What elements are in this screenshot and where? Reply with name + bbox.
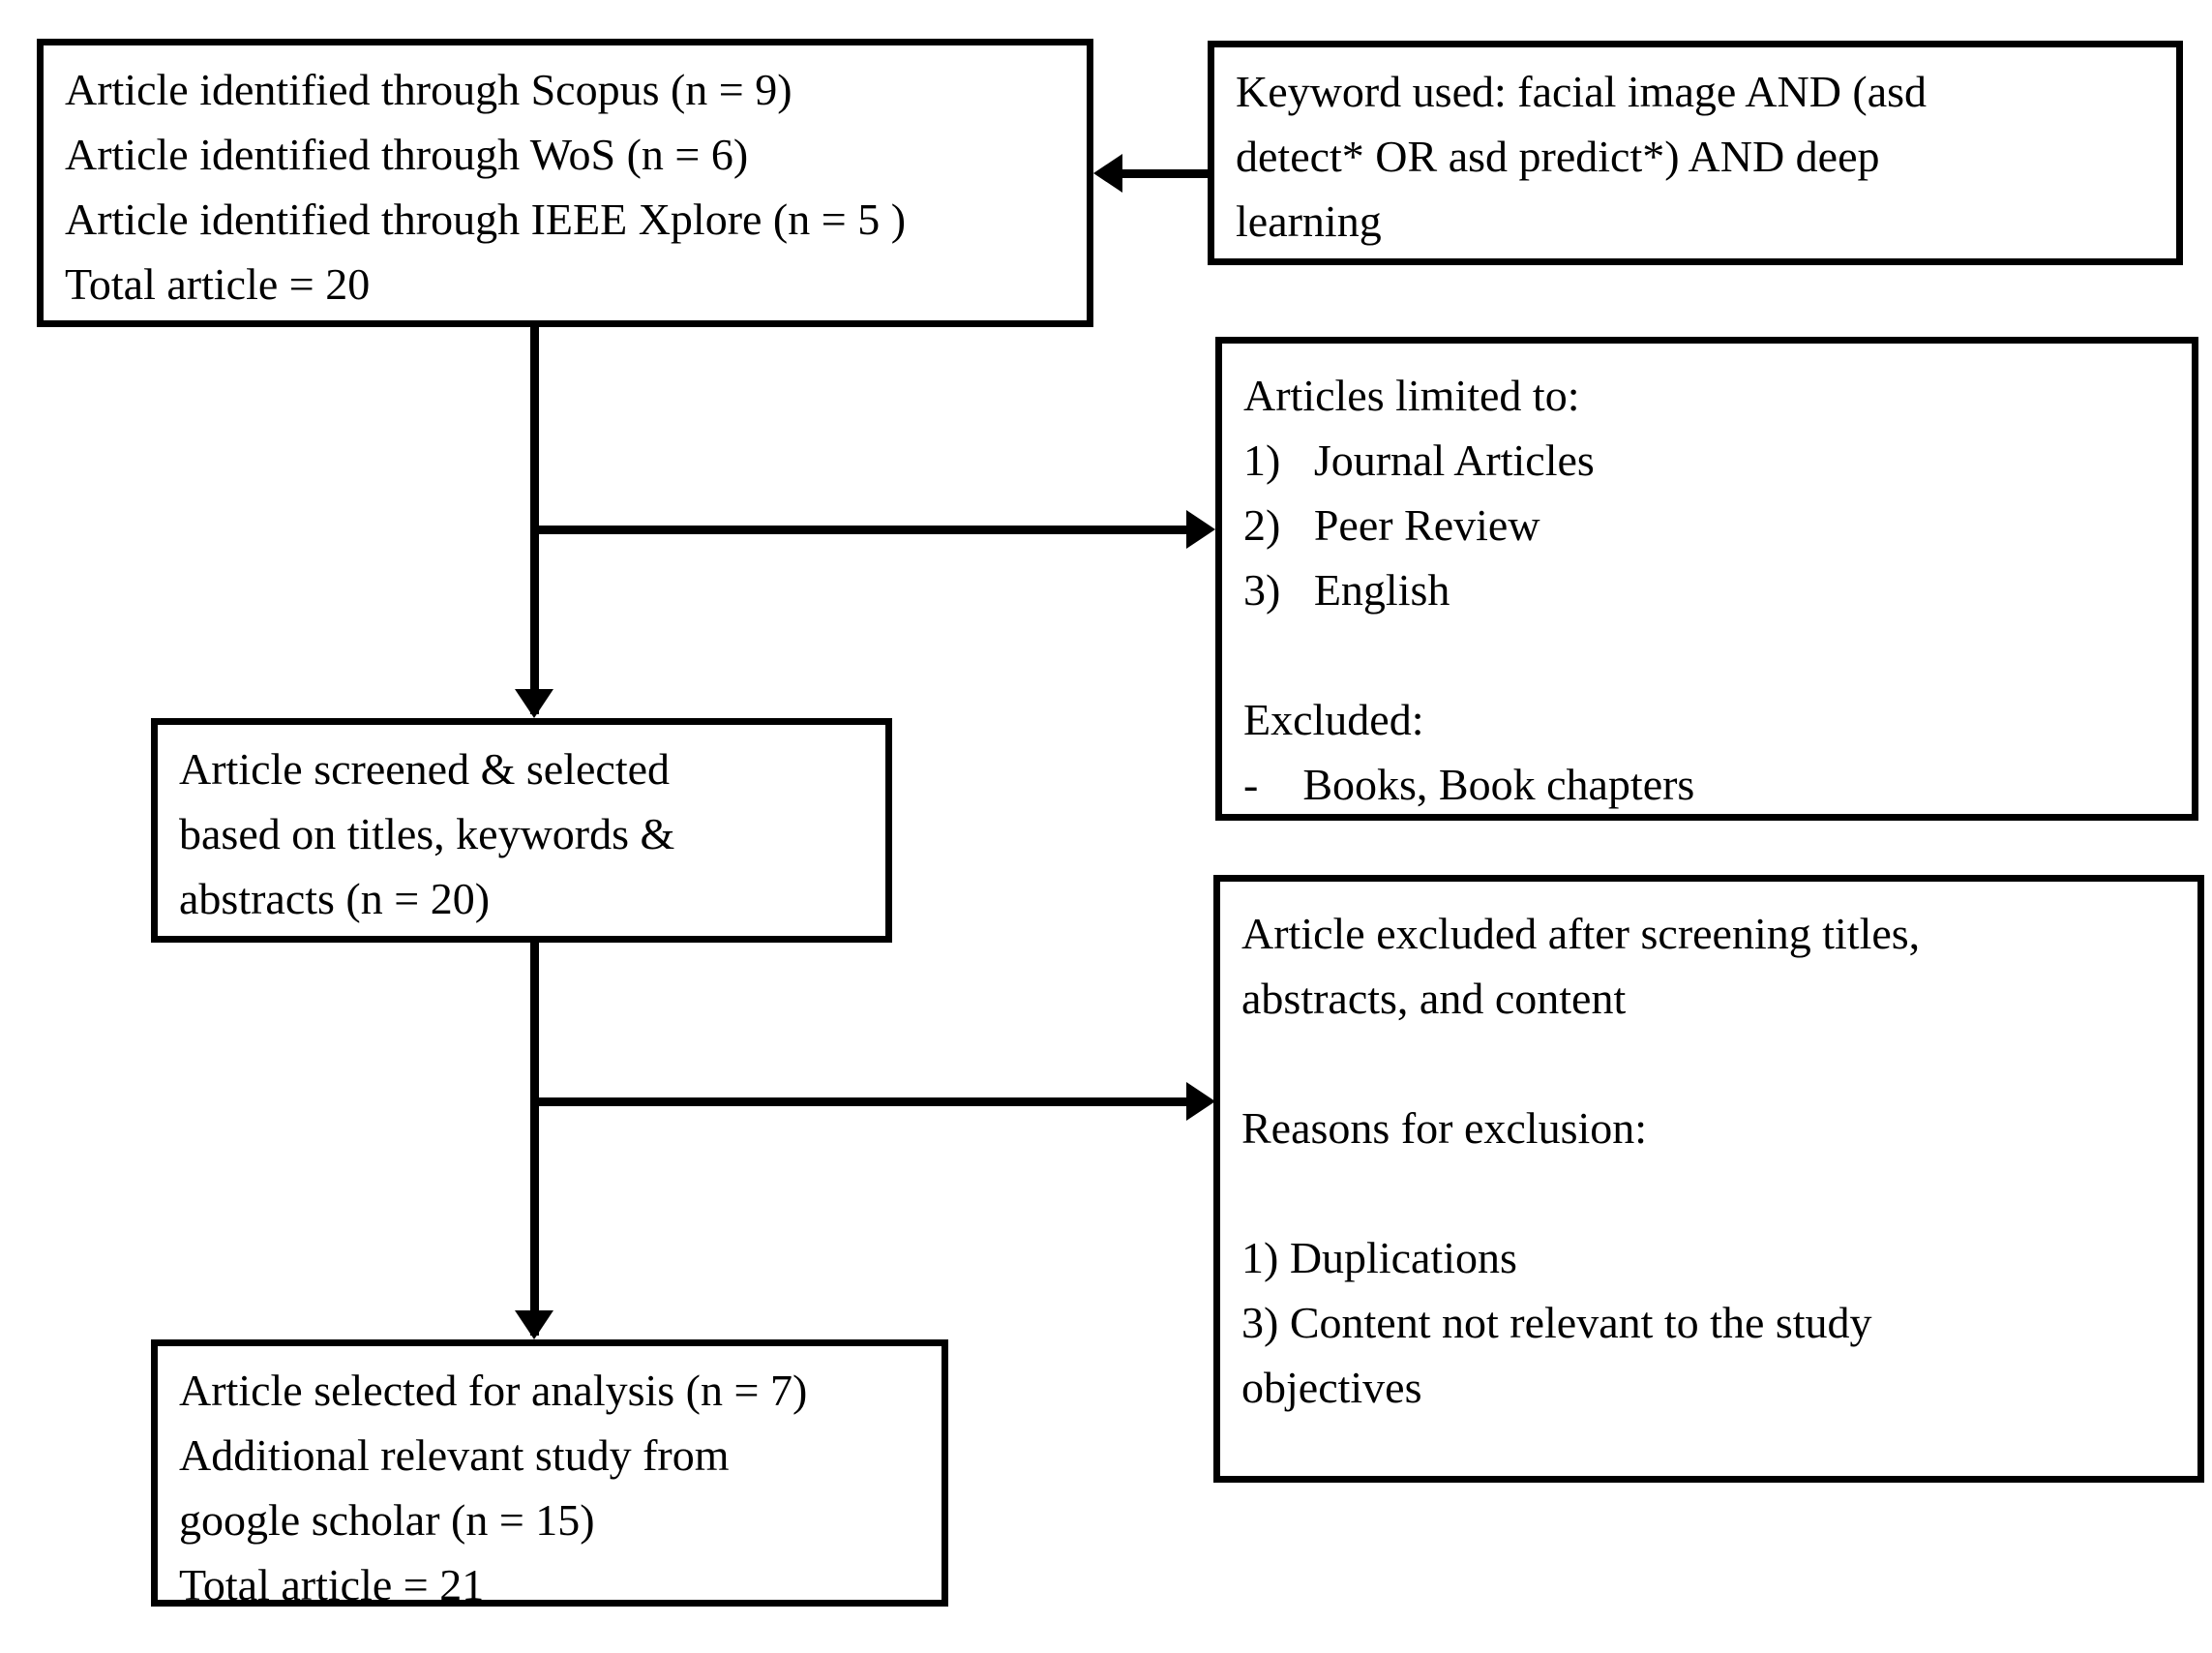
inclusion-criteria-box-text: Articles limited to: 1) Journal Articles… [1243, 371, 1695, 809]
screened-to-excluded-line [534, 1097, 1188, 1106]
keyword-box-text: Keyword used: facial image AND (asd dete… [1236, 67, 1928, 246]
exclusion-box-text: Article excluded after screening titles,… [1241, 909, 1921, 1412]
exclusion-box[interactable]: Article excluded after screening titles,… [1213, 875, 2204, 1483]
included-box-text: Article selected for analysis (n = 7) Ad… [179, 1366, 808, 1609]
identification-box[interactable]: Article identified through Scopus (n = 9… [37, 39, 1093, 327]
identification-box-text: Article identified through Scopus (n = 9… [65, 65, 907, 309]
sources-to-limits-arrowhead [1186, 510, 1215, 549]
sources-to-screened-arrowhead [515, 689, 553, 718]
keyword-to-sources-line [1122, 169, 1211, 178]
screened-trunk-line [530, 943, 539, 1336]
keyword-to-sources-arrowhead [1093, 154, 1122, 193]
screened-to-selected-arrowhead [515, 1310, 553, 1339]
screening-box[interactable]: Article screened & selected based on tit… [151, 718, 892, 943]
sources-trunk-line [530, 327, 539, 714]
included-box[interactable]: Article selected for analysis (n = 7) Ad… [151, 1339, 948, 1609]
keyword-box[interactable]: Keyword used: facial image AND (asd dete… [1208, 41, 2183, 265]
screened-to-excluded-arrowhead [1186, 1082, 1215, 1121]
inclusion-criteria-box[interactable]: Articles limited to: 1) Journal Articles… [1215, 337, 2198, 821]
sources-to-limits-line [534, 526, 1188, 534]
screening-box-text: Article screened & selected based on tit… [179, 744, 675, 923]
